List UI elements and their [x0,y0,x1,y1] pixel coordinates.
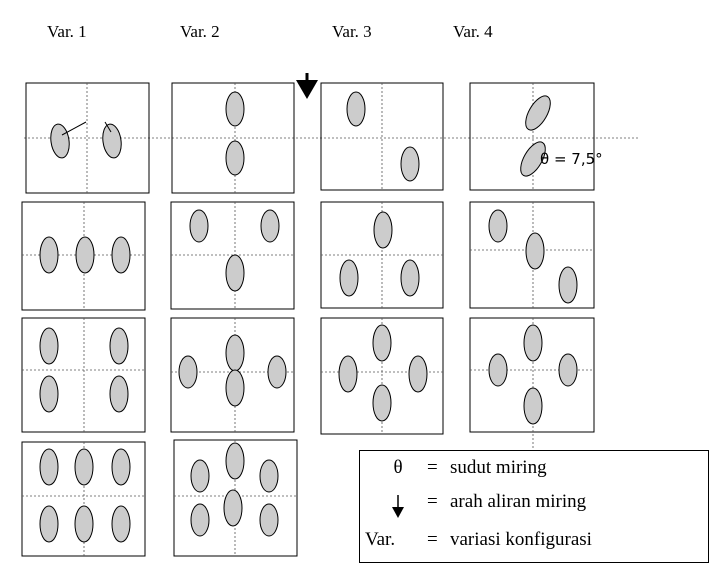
oval [178,355,198,389]
oval [39,236,59,274]
oval [558,353,578,387]
oval [372,384,392,422]
var1-row1-config [25,82,150,194]
oval [39,327,59,365]
var4-row1-box [469,82,595,191]
oval [488,353,508,387]
oval [102,123,122,159]
var1-row2-box [21,201,146,311]
oval [523,324,543,362]
oval [109,375,129,413]
oval [39,505,59,543]
var2-row3-box [170,317,295,433]
var4-row3-box [469,317,595,433]
column-header-var-3: Var. 3 [332,22,372,41]
legend-equals: = [427,491,438,512]
oval [525,232,545,270]
oval [39,375,59,413]
oval [74,448,94,486]
var3-row1-config [320,82,444,191]
var4-row2-config [469,201,595,309]
oval [109,327,129,365]
var1-row4-box [21,441,146,557]
legend-equals: = [427,457,438,478]
oval [39,448,59,486]
var1-row4-config [21,441,146,557]
oval [373,211,393,249]
oval [225,334,245,372]
oval [189,209,209,243]
down-arrow-icon [296,73,318,99]
var2-row1-box [171,82,295,194]
oval [111,448,131,486]
oval [225,254,245,292]
oval [225,140,245,176]
oval [225,91,245,127]
var2-row4-config [173,439,298,557]
oval [400,146,420,182]
var2-row2-box [170,201,295,310]
legend-text: variasi konfigurasi [450,529,592,550]
oval [190,459,210,493]
column-header-var-4: Var. 4 [453,22,493,41]
var1-row3-config [21,317,146,433]
oval [223,489,243,527]
oval [339,259,359,297]
legend-text: sudut miring [450,457,547,478]
oval [111,236,131,274]
var1-row3-box [21,317,146,433]
oval [267,355,287,389]
oval [259,503,279,537]
down-arrow-icon [388,491,408,521]
var1-row2-config [21,201,146,311]
var2-row3-config [170,317,295,433]
column-header-var-1: Var. 1 [47,22,87,41]
oval [225,369,245,407]
oval [260,209,280,243]
var2-row4-box [173,439,298,557]
oval [74,505,94,543]
oval [520,141,546,177]
var1-row1-box [25,82,150,194]
oval [488,209,508,243]
oval [75,236,95,274]
oval [259,459,279,493]
var3-row2-config [320,201,444,309]
oval [400,259,420,297]
oval [558,266,578,304]
oval [190,503,210,537]
var4-row2-box [469,201,595,309]
oval [50,123,70,159]
legend-box: θ = sudut miring = arah aliran miring Va… [359,450,709,563]
oval [408,355,428,393]
angle-annotation: θ = 7,5° [540,150,603,168]
oval [346,91,366,127]
oval [525,95,551,131]
column-header-var-2: Var. 2 [180,22,220,41]
angle-marker-line [61,121,87,136]
var3-row3-config [320,317,444,435]
legend-equals: = [427,529,438,550]
var4-row3-config [469,317,595,450]
var2-row1-config [171,82,295,194]
legend-item-theta: θ = sudut miring [360,457,710,485]
legend-text: arah aliran miring [450,491,587,512]
legend-item-arrow: = arah aliran miring [360,491,710,521]
angle-marker-line [104,121,112,133]
var2-row2-config [170,201,295,310]
theta-symbol: θ [393,457,403,478]
var4-row1-config [469,82,595,191]
oval [338,355,358,393]
oval [111,505,131,543]
oval [372,324,392,362]
legend-item-var: Var. = variasi konfigurasi [360,529,710,557]
var-abbreviation: Var. [365,529,396,550]
oval [225,442,245,480]
oval [523,387,543,425]
